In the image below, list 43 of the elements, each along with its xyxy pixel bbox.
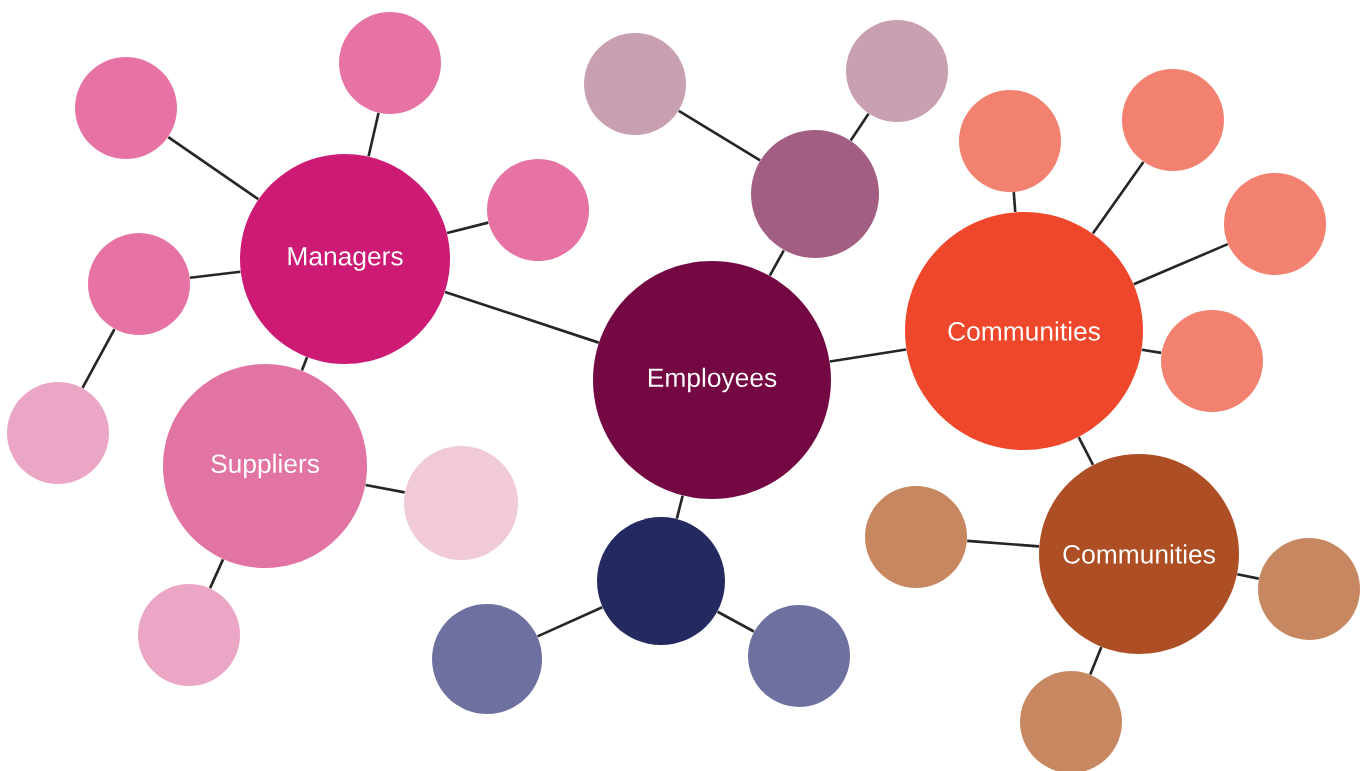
bubble-circle — [404, 446, 518, 560]
connector-line — [849, 113, 870, 142]
bubble-circle — [584, 33, 686, 135]
connector-line — [1012, 192, 1017, 213]
bubble-circle — [748, 605, 850, 707]
connector-line — [444, 290, 600, 344]
bubble-circle — [339, 12, 441, 114]
bubble-circle — [487, 159, 589, 261]
bubble-circle — [597, 517, 725, 645]
connector-line — [1237, 572, 1259, 580]
connector-line — [768, 249, 785, 277]
connector-line — [967, 539, 1040, 548]
connector-line — [367, 112, 380, 157]
bubble-circle — [865, 486, 967, 588]
connector-line — [446, 221, 489, 235]
bubble-circle — [75, 57, 177, 159]
connector-line — [678, 109, 761, 162]
connector-line — [208, 558, 225, 589]
bubble-circle — [1258, 538, 1360, 640]
connector-line — [300, 356, 309, 371]
connector-line — [1133, 242, 1229, 286]
bubble-circle — [7, 382, 109, 484]
connector-line — [167, 136, 260, 201]
connector-line — [675, 495, 684, 519]
connector-line — [1077, 436, 1095, 466]
connector-line — [1089, 646, 1103, 675]
connector-line — [81, 328, 116, 389]
bubble-circle — [88, 233, 190, 335]
bubble-circle — [1161, 310, 1263, 412]
connector-line — [829, 348, 907, 363]
bubble-circle — [846, 20, 948, 122]
connector-line — [365, 483, 405, 494]
connector-line — [1091, 161, 1145, 235]
connector-line — [716, 610, 755, 633]
connector-line — [537, 606, 603, 638]
bubble-circle — [1224, 173, 1326, 275]
bubble-circle — [138, 584, 240, 686]
bubble-circle — [432, 604, 542, 714]
connector-line — [1141, 348, 1162, 355]
bubble-circle — [751, 130, 879, 258]
bubble-circle — [959, 90, 1061, 192]
connector-line — [189, 270, 241, 280]
bubble-circle — [1122, 69, 1224, 171]
